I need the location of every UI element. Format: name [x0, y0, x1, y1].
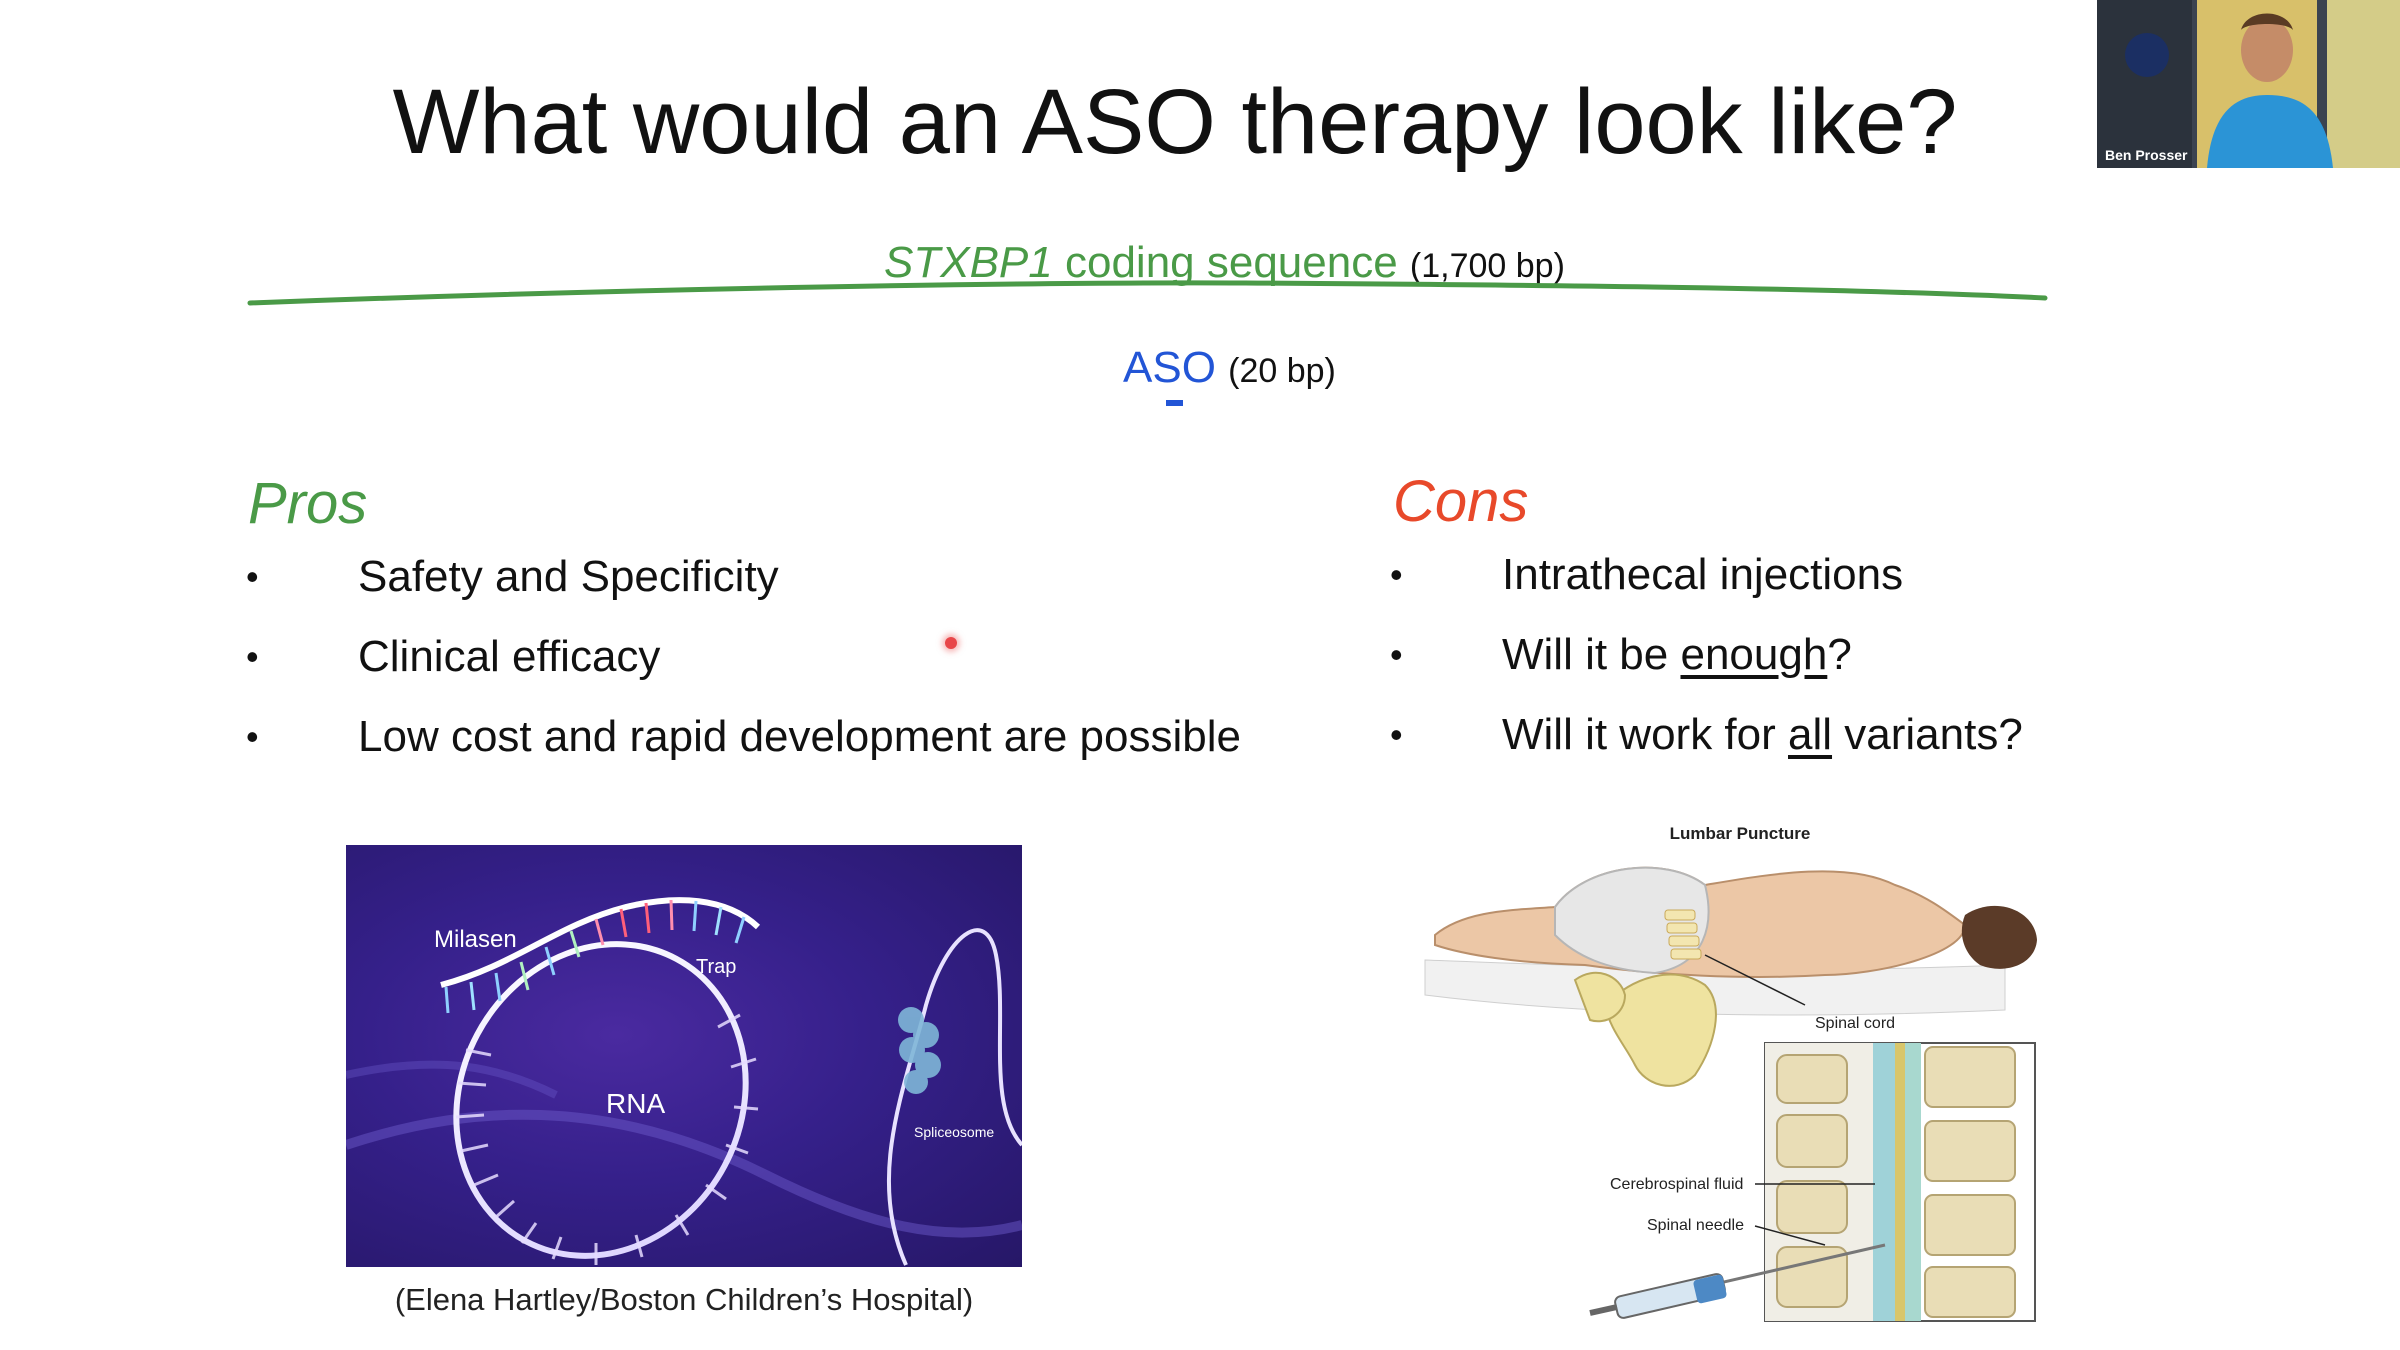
list-item: • Clinical efficacy — [246, 632, 1346, 712]
cons-heading: Cons — [1393, 469, 1529, 534]
cons-item-text: Intrathecal injections — [1502, 550, 1903, 600]
aso-length: (20 bp) — [1228, 352, 1336, 390]
list-item: • Low cost and rapid development are poss… — [246, 712, 1346, 792]
milasen-label: Milasen — [434, 926, 517, 953]
person-shirt — [2207, 95, 2333, 168]
aso-name: ASO — [1123, 343, 1216, 392]
list-item: • Will it be enough? — [1390, 630, 2290, 710]
list-item: • Will it work for all variants? — [1390, 710, 2290, 790]
image-credit: (Elena Hartley/Boston Children’s Hospita… — [394, 1282, 974, 1317]
aso-segment — [1166, 400, 1183, 406]
cons-text-part: Will it be — [1502, 630, 1681, 679]
pros-heading: Pros — [248, 471, 368, 536]
cons-item-text: Will it work for all variants? — [1502, 710, 2023, 760]
coding-sequence-length: (1,700 bp) — [1409, 247, 1565, 285]
slide-title: What would an ASO therapy look like? — [392, 71, 1958, 173]
lumbar-puncture-art: Lumbar Puncture Spinal cord — [1424, 824, 2037, 1322]
cons-text-part: Intrathecal injections — [1502, 550, 1904, 599]
gene-name: STXBP1 — [884, 238, 1053, 287]
coding-sequence-text: coding sequence — [1052, 238, 1398, 287]
trap-label: Trap — [696, 956, 736, 978]
rna-illustration: Milasen Trap RNA Spliceosome — [346, 845, 1022, 1267]
coding-sequence-label: STXBP1 coding sequence (1,700 bp) — [884, 238, 1565, 288]
pros-list: • Safety and Specificity • Clinical effica… — [246, 552, 1346, 792]
cons-text-part: variants? — [1832, 710, 2023, 759]
lumbar-title: Lumbar Puncture — [1670, 824, 1811, 843]
aso-label: ASO (20 bp) — [1123, 343, 1336, 393]
webcam-thumbnail[interactable]: Ben Prosser — [2097, 0, 2400, 168]
spliceosome-shape — [898, 1007, 941, 1094]
rna-label: RNA — [606, 1088, 665, 1119]
webcam-video: Ben Prosser — [2097, 0, 2400, 168]
rna-illustration-art: Milasen Trap RNA Spliceosome — [346, 897, 1022, 1266]
coding-sequence-line — [247, 280, 2048, 306]
logo-badge — [2125, 33, 2169, 77]
cons-list: • Intrathecal injections • Will it be enou… — [1390, 550, 2290, 790]
spinal-cord-label: Spinal cord — [1815, 1015, 1895, 1032]
spinal-needle-label: Spinal needle — [1647, 1217, 1744, 1234]
bullet: • — [1390, 634, 1403, 675]
laser-pointer-dot — [945, 637, 957, 649]
cons-text-part: Will it work for — [1502, 710, 1788, 759]
list-item: • Safety and Specificity — [246, 552, 1346, 632]
lumbar-puncture-illustration: Lumbar Puncture Spinal cord — [1405, 815, 2045, 1335]
spliceosome-label: Spliceosome — [914, 1124, 994, 1140]
pros-item-text: Safety and Specificity — [358, 552, 779, 601]
bullet: • — [1390, 714, 1403, 755]
pros-item-text: Clinical efficacy — [358, 632, 661, 681]
person-head — [2241, 18, 2293, 82]
participant-name: Ben Prosser — [2105, 147, 2188, 163]
pros-item-text: Low cost and rapid development are possi… — [358, 712, 1241, 761]
cons-text-part: ? — [1827, 630, 1852, 679]
bullet: • — [246, 636, 259, 677]
list-item: • Intrathecal injections — [1390, 550, 2290, 630]
bullet: • — [1390, 554, 1403, 595]
csf-label: Cerebrospinal fluid — [1610, 1176, 1743, 1193]
underlined-word: enough — [1680, 630, 1828, 679]
underlined-word: all — [1788, 710, 1833, 759]
cons-item-text: Will it be enough? — [1502, 630, 1852, 680]
bullet: • — [246, 556, 259, 597]
bullet: • — [246, 716, 259, 757]
